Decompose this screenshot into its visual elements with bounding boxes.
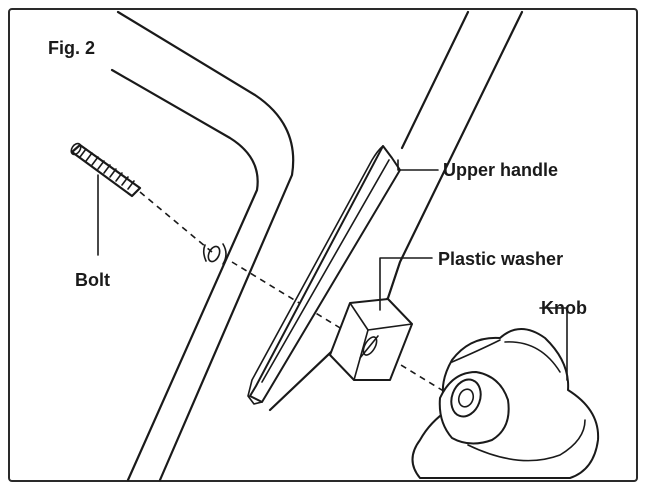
label-knob: Knob (541, 298, 587, 318)
knob (411, 328, 600, 479)
label-plastic-washer: Plastic washer (438, 249, 563, 269)
plastic-washer (329, 298, 413, 381)
assembly-axis (139, 191, 456, 399)
upper-handle (247, 10, 524, 412)
label-upper-handle: Upper handle (443, 160, 558, 180)
leader-lines (97, 159, 568, 381)
figure-title: Fig. 2 (48, 38, 95, 58)
label-bolt: Bolt (75, 270, 110, 290)
bolt (70, 142, 142, 198)
figure-frame (8, 8, 638, 482)
lower-handle (110, 10, 295, 482)
